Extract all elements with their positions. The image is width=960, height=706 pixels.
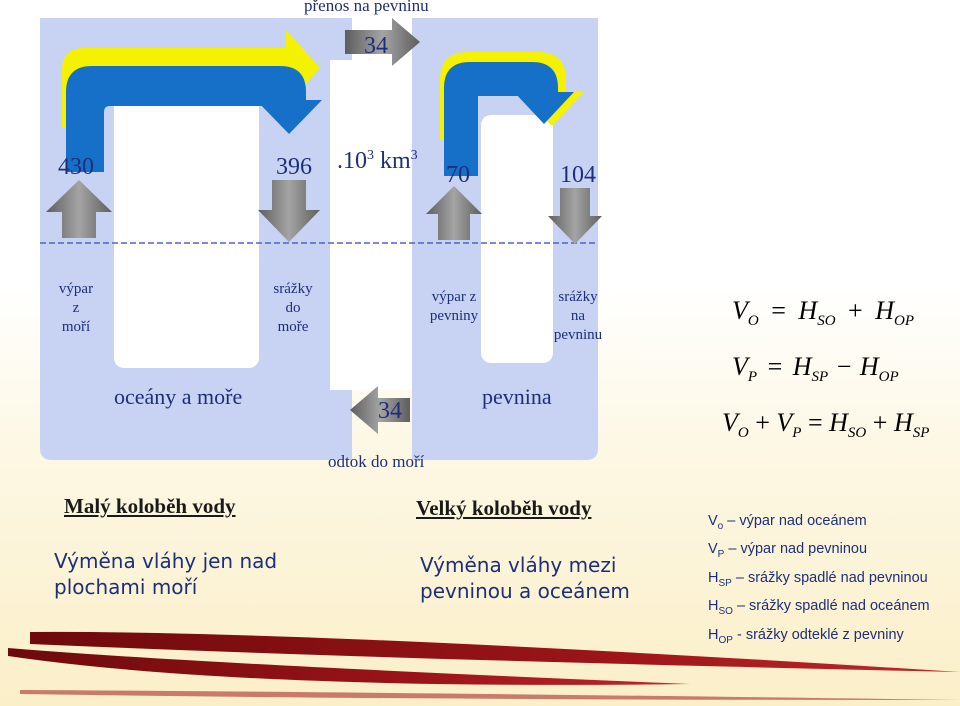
legend-item: VP – výpar nad pevninou (708, 541, 868, 561)
ocean-blue-arrow (66, 66, 322, 172)
ocean-precip-value: 396 (276, 154, 312, 180)
ocean-label: oceány a moře (114, 384, 243, 409)
swoosh-thin (20, 690, 960, 700)
runoff-value: 34 (378, 398, 402, 424)
equation-vo: VO = HSO + HOP (732, 296, 914, 330)
legend-item: HSP – srážky spadlé nad pevninou (708, 569, 928, 589)
runoff-label: odtok do moří (328, 452, 425, 471)
label-vypar-z-pevniny: výpar z pevniny (429, 289, 479, 324)
ocean-evap-up-arrow (46, 180, 112, 238)
land-blue-arrow (444, 62, 574, 176)
ocean-precip-down-arrow (258, 180, 320, 242)
land-precip-down-arrow (548, 188, 602, 244)
legend-item: HOP - srážky odteklé z pevniny (708, 626, 904, 646)
big-cycle-heading: Velký koloběh vody (416, 496, 592, 520)
top-transfer-label: přenos na pevninu (304, 0, 429, 15)
land-precip-value: 104 (560, 162, 596, 188)
panel-gap (330, 60, 412, 390)
land-evap-value: 70 (446, 162, 470, 188)
legend-item: Vo – výpar nad oceánem (708, 513, 867, 532)
top-transfer-value: 34 (364, 33, 388, 59)
top-transfer-arrow (345, 18, 420, 66)
land-evap-up-arrow (426, 186, 482, 240)
label-vypar-z-mori: výpar z moří (58, 281, 94, 335)
label-srazky-do-more: srážky do moře (273, 281, 313, 335)
swoosh-bottom (8, 648, 690, 685)
swoosh-top (30, 631, 960, 672)
ocean-inner-column (114, 88, 259, 368)
small-cycle-heading: Malý koloběh vody (64, 494, 236, 518)
land-inner-column (481, 115, 553, 363)
equation-vp: VP = HSP − HOP (732, 352, 899, 386)
small-cycle-text: Výměna vláhy jen nad plochami moří (54, 549, 278, 599)
unit-label: .103 km3 (337, 148, 418, 174)
big-cycle-text: Výměna vláhy mezi pevninou a oceánem (420, 553, 630, 603)
ocean-evap-value: 430 (58, 154, 94, 180)
land-label: pevnina (482, 384, 552, 409)
runoff-arrow (350, 386, 410, 434)
label-srazky-na-pevninu: srážky na pevninu (553, 289, 603, 343)
equation-balance: VO + VP = HSO + HSP (722, 408, 930, 442)
legend: Vo – výpar nad oceánem VP – výpar nad pe… (708, 510, 930, 652)
legend-item: HSO – srážky spadlé nad oceánem (708, 598, 930, 618)
